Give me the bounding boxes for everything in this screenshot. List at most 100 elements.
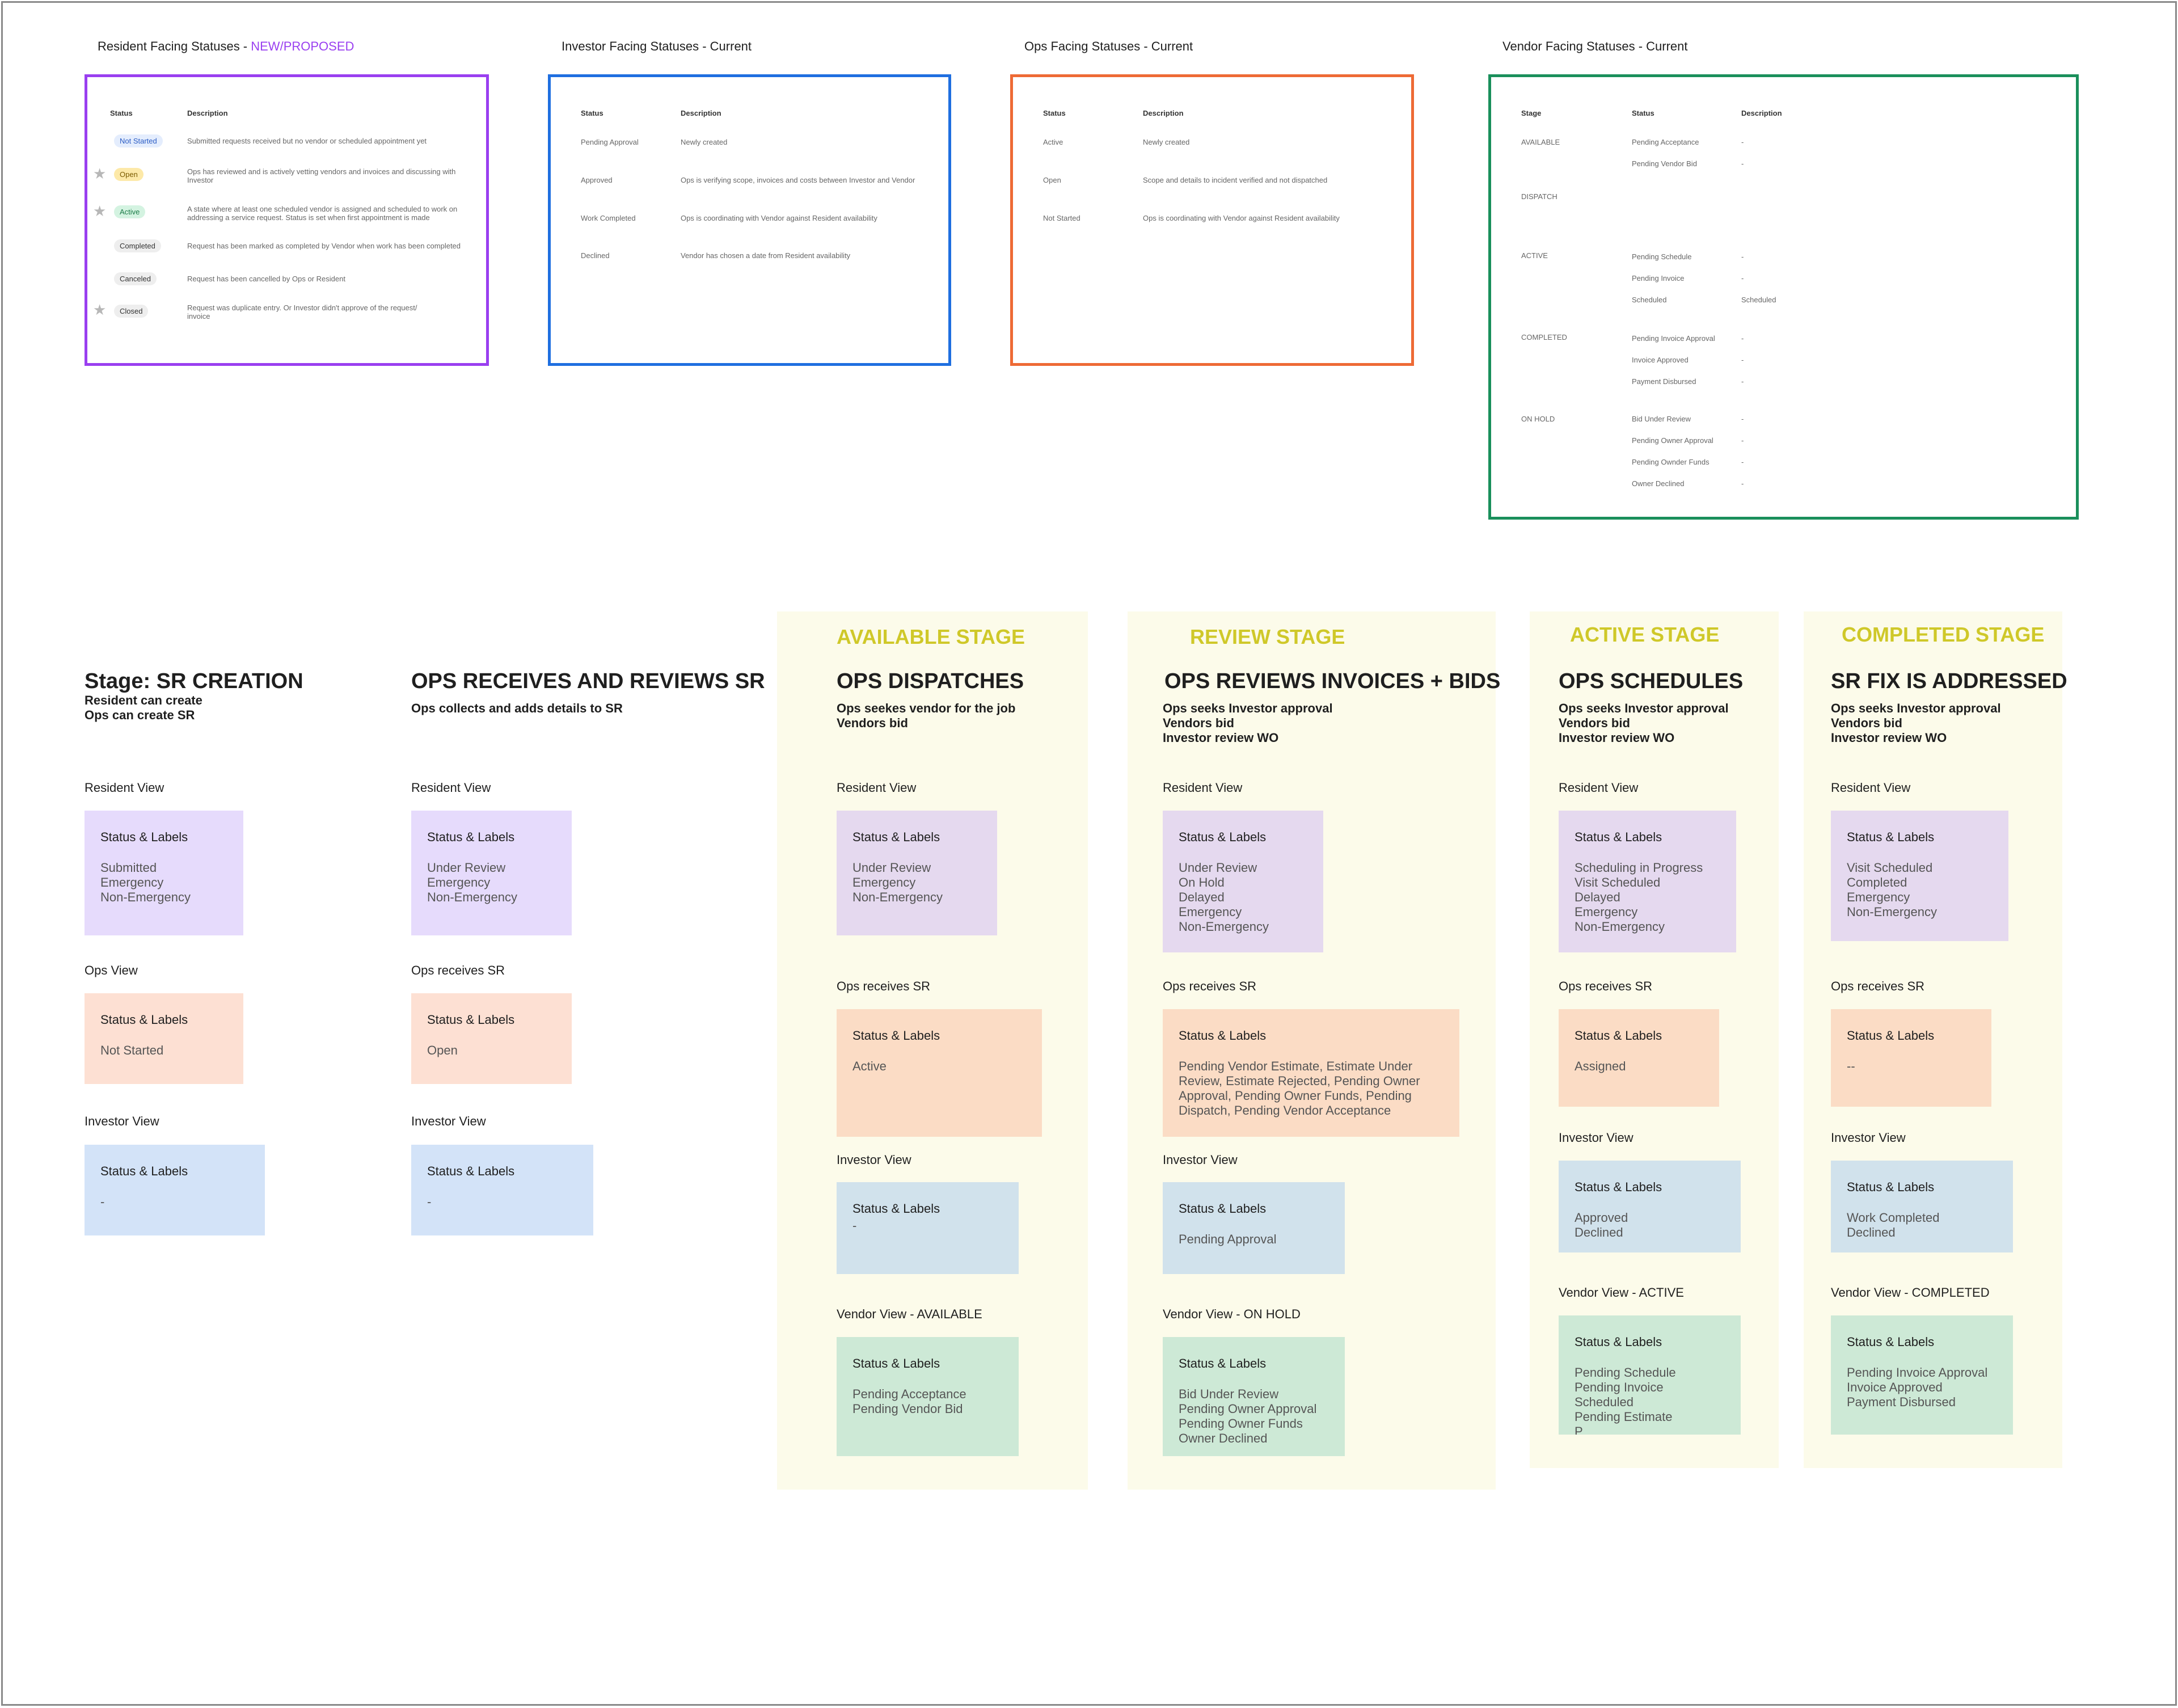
column-subtitle: Ops seeks Investor approval Vendors bid … [1163, 701, 1333, 745]
card-labels: Scheduling in Progress Visit Scheduled D… [1575, 861, 1720, 934]
view-label: Investor View [1831, 1131, 1906, 1145]
card-title: Status & Labels [427, 830, 515, 844]
vendor-stage-cell: ACTIVE [1521, 251, 1548, 260]
card-labels: Active [852, 1059, 1026, 1074]
resident-table-title: Resident Facing Statuses - NEW/PROPOSED [98, 39, 354, 54]
card-label-item: Pending Vendor Bid [852, 1402, 963, 1416]
column-subtitle-line: Vendors bid [1163, 716, 1234, 730]
status-labels-card: Status & Labels Bid Under Review Pending… [1163, 1337, 1345, 1456]
column-subtitle: Ops seekes vendor for the job Vendors bi… [837, 701, 1015, 731]
view-label: Investor View [411, 1114, 486, 1128]
view-label: Ops receives SR [1831, 979, 1925, 993]
card-label-item: Under Review [852, 861, 931, 875]
vendor-desc-cell: - [1741, 479, 1744, 488]
resident-desc-completed: Request has been marked as completed by … [187, 242, 461, 250]
ops-status-table: Status Description Active Newly created … [1010, 74, 1414, 366]
card-label-item: Under Review [427, 861, 506, 875]
ops-status-cell: Not Started [1043, 214, 1080, 222]
card-title: Status & Labels [1179, 830, 1267, 844]
column-subtitle-line: Investor review WO [1831, 731, 1947, 745]
card-title: Status & Labels [1847, 1335, 1935, 1349]
card-labels: Submitted Emergency Non-Emergency [100, 861, 227, 905]
view-label: Investor View [1559, 1131, 1633, 1145]
vendor-desc-cell: - [1741, 274, 1744, 282]
status-labels-card: Status & Labels Scheduling in Progress V… [1559, 811, 1736, 952]
resident-table-title-text: Resident Facing Statuses - [98, 39, 251, 53]
view-label: Ops View [85, 963, 138, 977]
investor-status-cell: Work Completed [581, 214, 636, 222]
view-label: Vendor View - AVAILABLE [837, 1307, 982, 1321]
investor-status-cell: Pending Approval [581, 138, 639, 146]
card-labels: Under Review On Hold Delayed Emergency N… [1179, 861, 1307, 934]
vendor-desc-cell: - [1741, 415, 1744, 423]
column-title: SR FIX IS ADDRESSED [1831, 669, 2067, 693]
vendor-status-cell: Invoice Approved [1632, 356, 1689, 364]
status-labels-card: Status & Labels - [85, 1145, 265, 1235]
resident-desc-canceled: Request has been cancelled by Ops or Res… [187, 275, 345, 283]
card-label-item: Pending Vendor Estimate, Estimate Under … [1179, 1059, 1420, 1117]
view-label: Ops receives SR [837, 979, 931, 993]
card-label-item: - [100, 1195, 105, 1209]
card-label-item: Under Review [1179, 861, 1257, 875]
card-label-item: Emergency [1847, 890, 1910, 904]
status-labels-card: Status & Labels Pending Vendor Estimate,… [1163, 1009, 1459, 1137]
ops-desc-cell: Ops is coordinating with Vendor against … [1143, 214, 1340, 222]
ops-table-title: Ops Facing Statuses - Current [1024, 39, 1193, 53]
card-label-item: -- [1847, 1059, 1855, 1073]
card-label-item: - [427, 1195, 432, 1209]
vendor-desc-cell: - [1741, 356, 1744, 364]
card-label-item: Payment Disbursed [1847, 1395, 1956, 1409]
card-labels: -- [1847, 1059, 1976, 1074]
card-labels: Visit Scheduled Completed Emergency Non-… [1847, 861, 1993, 920]
column-subtitle-line: Ops seekes vendor for the job [837, 701, 1016, 715]
view-label: Resident View [1831, 781, 1911, 795]
vendor-status-cell: Pending Acceptance [1632, 138, 1699, 146]
card-labels: Open [427, 1043, 556, 1058]
card-label-item: Approved [1575, 1211, 1628, 1225]
column-subtitle-line: Ops collects and adds details to SR [411, 701, 623, 715]
card-title: Status & Labels [1179, 1028, 1267, 1043]
card-label-item: Emergency [100, 875, 164, 889]
card-label-item: Emergency [1575, 905, 1638, 919]
status-labels-card: Status & Labels Pending Schedule Pending… [1559, 1315, 1741, 1435]
status-labels-card: Status & Labels Under Review Emergency N… [411, 811, 572, 935]
card-label-item: Visit Scheduled [1575, 875, 1661, 889]
card-title: Status & Labels [1847, 1180, 1935, 1194]
investor-status-table: Status Description Pending Approval Newl… [548, 74, 951, 366]
card-label-item: Emergency [427, 875, 491, 889]
card-title: Status & Labels [1575, 1335, 1662, 1349]
card-label-item: - [852, 1218, 857, 1233]
vendor-status-cell: Owner Declined [1632, 479, 1685, 488]
column-title: OPS DISPATCHES [837, 669, 1024, 693]
card-label-item: Pending Owner Approval [1179, 1402, 1317, 1416]
column-subtitle-line: Investor review WO [1559, 731, 1675, 745]
column-subtitle: Resident can create Ops can create SR [85, 693, 202, 723]
view-label: Resident View [1163, 781, 1243, 795]
ops-desc-cell: Scope and details to incident verified a… [1143, 176, 1328, 184]
view-label: Investor View [837, 1153, 911, 1167]
status-labels-card: Status & Labels Not Started [85, 993, 243, 1084]
status-labels-card: Status & Labels Pending Approval [1163, 1182, 1345, 1274]
card-label-item: Non-Emergency [1179, 920, 1269, 934]
card-labels: Approved Declined [1575, 1211, 1725, 1240]
resident-col-description: Description [187, 109, 228, 117]
status-pill-active: Active [114, 205, 146, 218]
status-labels-card: Status & Labels Open [411, 993, 572, 1084]
card-label-item: Assigned [1575, 1059, 1626, 1073]
card-title: Status & Labels [852, 1201, 940, 1216]
card-label-item: Emergency [1179, 905, 1242, 919]
status-labels-card: Status & Labels Active [837, 1009, 1042, 1137]
card-label-item: Pending Approval [1179, 1232, 1277, 1246]
card-labels: Bid Under Review Pending Owner Approval … [1179, 1387, 1329, 1446]
view-label: Resident View [837, 781, 917, 795]
status-pill-open: Open [114, 168, 143, 181]
card-label-item: Declined [1847, 1225, 1896, 1239]
column-subtitle-line: Resident can create [85, 693, 202, 707]
investor-status-cell: Approved [581, 176, 613, 184]
card-title: Status & Labels [1179, 1201, 1267, 1216]
card-labels: - [427, 1195, 577, 1209]
status-labels-card: Status & Labels Approved Declined [1559, 1161, 1741, 1252]
column-subtitle-line: Ops seeks Investor approval [1559, 701, 1729, 715]
investor-desc-cell: Ops is coordinating with Vendor against … [681, 214, 877, 222]
card-label-item: Pending Invoice Approval [1847, 1365, 1988, 1380]
